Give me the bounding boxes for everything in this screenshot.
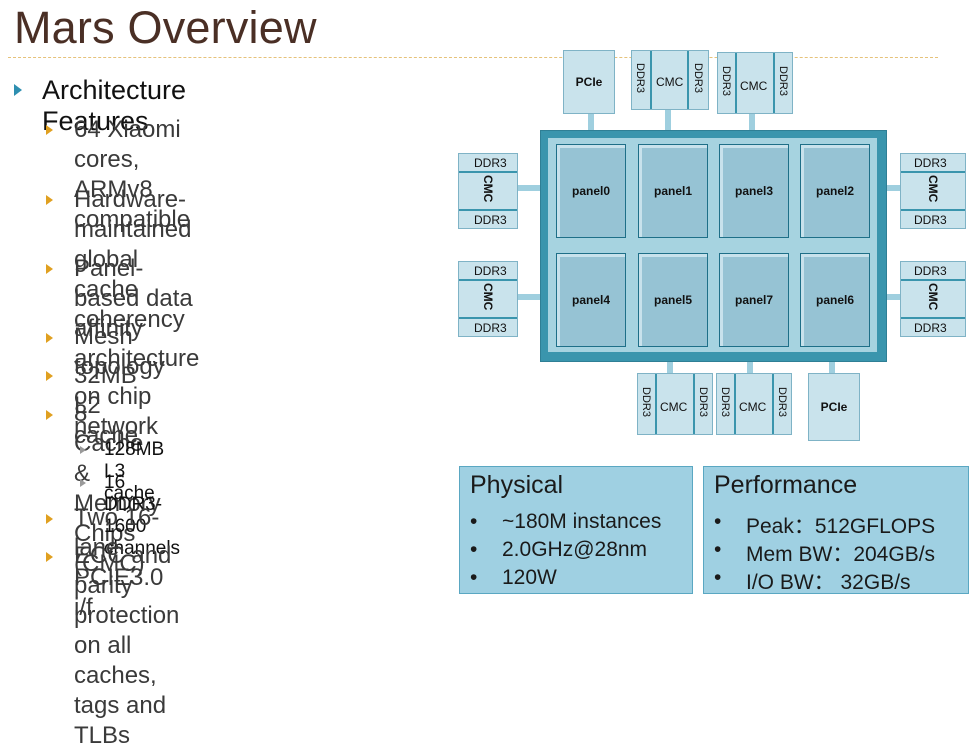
- panel: panel3: [719, 144, 789, 238]
- sub-bullet-item: 16 DDR3-1600 channels: [104, 472, 181, 559]
- ddr-divider: [459, 171, 517, 173]
- cmc-block: DDR3 CMC DDR3: [900, 153, 966, 229]
- cmc-block: DDR3 CMC DDR3: [637, 373, 713, 435]
- bullet-item: 32MB L2 cache: [74, 362, 139, 449]
- panel: panel4: [556, 253, 626, 347]
- ddr-label: DDR3: [777, 66, 789, 96]
- bullet-arrow-icon: [46, 264, 53, 274]
- title-divider: [8, 57, 938, 58]
- ddr-divider: [459, 209, 517, 211]
- connector: [665, 110, 671, 142]
- ddr-divider: [773, 53, 775, 113]
- panel: panel0: [556, 144, 626, 238]
- bullet-arrow-icon: [46, 410, 53, 420]
- page-title: Mars Overview: [14, 2, 317, 53]
- ddr-label: DDR3: [640, 387, 652, 417]
- cmc-block: DDR3 CMC DDR3: [717, 52, 793, 114]
- bullet-arrow-icon: [46, 552, 53, 562]
- bullet-arrow-icon: [14, 84, 22, 96]
- cmc-label: CMC: [926, 283, 940, 311]
- ddr-divider: [459, 279, 517, 281]
- ddr-divider: [772, 374, 774, 434]
- panel: panel2: [800, 144, 870, 238]
- performance-box: Performance •Peak：512GFLOPS •Mem BW：204G…: [703, 466, 969, 594]
- ddr-divider: [459, 317, 517, 319]
- bullet-arrow-icon: [46, 514, 53, 524]
- ddr-label: DDR3: [692, 63, 704, 93]
- ddr-label: DDR3: [634, 63, 646, 93]
- cmc-label: CMC: [926, 175, 940, 203]
- performance-row: •I/O BW： 32GB/s: [714, 566, 911, 594]
- connector: [516, 294, 556, 300]
- ddr-label: DDR3: [474, 321, 507, 335]
- cmc-label: CMC: [740, 79, 768, 93]
- ddr-divider: [693, 374, 695, 434]
- ddr-label: DDR3: [719, 387, 731, 417]
- ddr-label: DDR3: [914, 156, 947, 170]
- bullet-arrow-icon: [46, 125, 53, 135]
- ddr-label: DDR3: [697, 387, 709, 417]
- panel: panel1: [638, 144, 708, 238]
- cmc-block: DDR3 CMC DDR3: [458, 153, 518, 229]
- cmc-block: DDR3 CMC DDR3: [900, 261, 966, 337]
- connector: [588, 110, 594, 132]
- bullet-item: 8 Cache & Memory Chips (CMC): [74, 400, 161, 577]
- cmc-label: CMC: [660, 400, 688, 414]
- sub-bullet-item: 128MB L3 cache: [104, 439, 165, 504]
- ddr-label: DDR3: [914, 321, 947, 335]
- ddr-divider: [734, 374, 736, 434]
- physical-row: •2.0GHz@28nm: [470, 538, 648, 561]
- bullet-item: Two 16-lane PCIE3.0 i/f: [74, 504, 164, 621]
- cmc-block: DDR3 CMC DDR3: [631, 50, 709, 110]
- ddr-label: DDR3: [474, 264, 507, 278]
- ddr-label: DDR3: [914, 264, 947, 278]
- pcie-block: PCIe: [563, 50, 615, 114]
- bullet-arrow-icon: [46, 195, 53, 205]
- cmc-label: CMC: [739, 400, 767, 414]
- ddr-divider: [901, 279, 965, 281]
- ddr-label: DDR3: [776, 387, 788, 417]
- bullet-arrow-icon: [46, 333, 53, 343]
- cmc-block: DDR3 CMC DDR3: [716, 373, 792, 435]
- ddr-divider: [735, 53, 737, 113]
- panel: panel6: [800, 253, 870, 347]
- physical-title: Physical: [470, 471, 564, 499]
- ddr-label: DDR3: [474, 213, 507, 227]
- ddr-divider: [650, 51, 652, 109]
- bullet-item: Mesh topology on chip network: [74, 323, 165, 440]
- physical-row: •~180M instances: [470, 510, 662, 533]
- pcie-block: PCIe: [808, 373, 860, 441]
- ddr-divider: [687, 51, 689, 109]
- bullet-arrow-icon: [46, 371, 53, 381]
- performance-row: •Peak：512GFLOPS: [714, 510, 936, 538]
- cmc-label: CMC: [656, 75, 684, 89]
- ddr-divider: [901, 171, 965, 173]
- cmc-label: CMC: [481, 283, 495, 311]
- performance-row: •Mem BW：204GB/s: [714, 538, 936, 566]
- physical-box: Physical •~180M instances •2.0GHz@28nm •…: [459, 466, 693, 594]
- panel: panel5: [638, 253, 708, 347]
- cmc-block: DDR3 CMC DDR3: [458, 261, 518, 337]
- performance-title: Performance: [714, 471, 858, 499]
- ddr-divider: [901, 317, 965, 319]
- ddr-label: DDR3: [720, 66, 732, 96]
- ddr-label: DDR3: [914, 213, 947, 227]
- ddr-label: DDR3: [474, 156, 507, 170]
- panel: panel7: [719, 253, 789, 347]
- sub-bullet-arrow-icon: [80, 479, 86, 487]
- ddr-divider: [901, 209, 965, 211]
- connector: [516, 185, 556, 191]
- ddr-divider: [655, 374, 657, 434]
- sub-bullet-arrow-icon: [80, 446, 86, 454]
- physical-row: •120W: [470, 566, 557, 589]
- bullet-architecture-features: Architecture Features: [42, 75, 187, 136]
- cmc-label: CMC: [481, 175, 495, 203]
- connector: [749, 112, 755, 142]
